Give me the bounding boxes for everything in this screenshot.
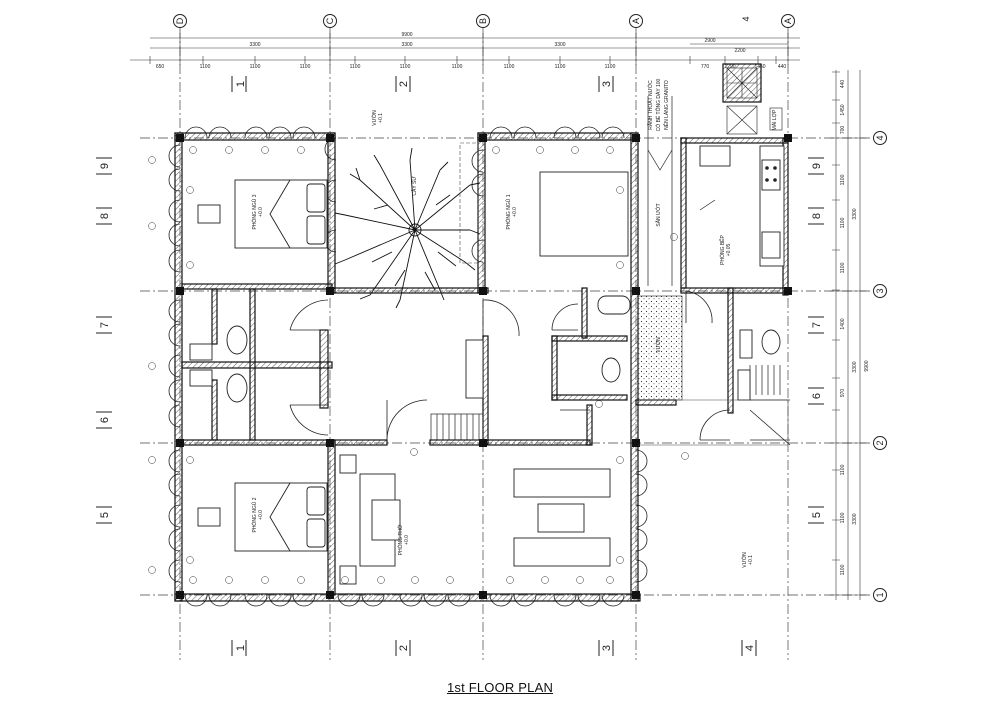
section-mark-right-6: 6 [811,393,823,399]
drawing-title: 1st FLOOR PLAN [446,680,554,695]
section-mark-right-5: 5 [811,512,823,518]
dim-top-r3-2: 1100 [200,64,211,70]
stove-burners [765,166,777,182]
marker-tags [148,146,689,584]
dim-top-r2-3: 3300 [554,42,565,48]
dim-right-r3-2: 1450 [840,104,846,115]
section-mark-bottom-1: 1 [235,645,247,651]
section-mark-left-8: 8 [99,213,111,219]
room-name-garden-right: VƯỜN [741,552,748,568]
drain-note-1: RÃNH THOÁT NƯỚC [647,80,654,130]
grid-label-c: C [325,17,335,24]
drain-note-2: CÓ BỂ TÔNG DÀY 100 [655,78,662,131]
dim-top-small: 2200 [734,48,745,54]
dim-right-r2-1: 3300 [852,208,858,219]
section-mark-right-8: 8 [811,213,823,219]
section-mark-left-6: 6 [99,417,111,423]
section-mark-top-3: 3 [601,81,613,87]
dimension-lines-top [130,33,800,65]
doors [289,290,791,446]
grid-label-b: B [478,18,488,24]
grid-label-d: D [175,17,185,24]
room-name-bedroom3: PHÒNG NGỦ 3 [251,194,258,229]
grid-label-a: A [631,18,641,24]
dim-top-r3-5: 1100 [350,64,361,70]
room-name-bedroom1: PHÒNG NGỦ 1 [505,194,512,229]
grid-bubbles-top [173,14,795,28]
dim-top-r3-7: 1100 [452,64,463,70]
room-name-yard: VƯỜN [655,337,662,353]
dim-right-r3-9: 1100 [840,464,846,475]
room-level-kitchen: +0.05 [726,243,732,256]
dim-right-r3-7: 970 [840,389,846,398]
stairs [430,365,790,441]
section-mark-right-7: 7 [811,322,823,328]
section-mark-left-5: 5 [99,512,111,518]
dim-right-r3-4: 1100 [840,174,846,185]
section-mark-bottom-4: 4 [744,645,756,651]
room-name-bedroom2: PHÒNG NGỦ 2 [251,497,258,532]
grid-label-right-4: 4 [875,135,885,140]
section-mark-bottom-3: 3 [601,645,613,651]
dim-overall-top: 9900 [401,32,412,38]
drainage-channel [647,96,716,286]
grid-label-4-top: 4 [741,16,751,21]
dim-top-r3-3: 1100 [250,64,261,70]
dim-right-r3-1: 440 [840,80,846,89]
section-mark-right-9: 9 [811,163,823,169]
wet-yard-floor [637,295,683,401]
dim-right-r3-3: 700 [840,126,846,135]
dim-top-r2-1: 3300 [249,42,260,48]
section-mark-top-2: 2 [398,81,410,87]
dim-right-r3-11: 1100 [840,564,846,575]
dim-top-r3-8: 1100 [504,64,515,70]
dim-top-r3-1: 650 [156,64,165,70]
room-name-worship: PHÒNG THỜ [397,524,404,555]
dim-top-r2-2: 3300 [401,42,412,48]
dim-right-r2-3: 3300 [852,513,858,524]
dim-right-r3-8: 1400 [840,318,846,329]
courtyard-tree [334,147,481,309]
room-name-garden-top: VƯỜN [371,110,378,126]
dim-top-r2-4: 2900 [704,38,715,44]
section-mark-bottom-2: 2 [398,645,410,651]
dim-right-overall: 9900 [864,360,870,371]
dim-top-r3-9: 1100 [555,64,566,70]
room-level-bedroom3: +0.0 [258,207,264,217]
dim-right-r2-2: 3300 [852,361,858,372]
dim-right-r3-6: 1100 [840,262,846,273]
drain-note-3: NÊN LÁNG GRANITO [662,80,670,130]
dim-top-r3-6: 1100 [400,64,411,70]
room-level-bedroom2: +0.0 [258,510,264,520]
room-level-garden-right: +0.1 [748,555,754,565]
section-mark-top-1: 1 [235,81,247,87]
room-name-wet-yard: SÂN ƯỚT [655,203,662,226]
grid-label-right-2: 2 [875,440,885,445]
room-name-kitchen: PHÒNG BẾP [719,234,726,264]
dim-right-r3-5: 1100 [840,217,846,228]
grid-label-right-3: 3 [875,288,885,293]
section-mark-left-7: 7 [99,322,111,328]
section-mark-left-9: 9 [99,163,111,169]
dim-top-r3-14: 440 [778,64,787,70]
columns [176,134,792,599]
room-level-bedroom1: +0.0 [512,207,518,217]
dim-right-r3-10: 1100 [840,512,846,523]
dimension-lines-right [830,70,866,600]
dim-top-r3-10: 1100 [605,64,616,70]
walls [174,63,789,602]
furniture [189,145,785,585]
grid-label-a2: A [783,18,793,24]
dim-top-r3-11: 770 [701,64,710,70]
roof-note: MÁI LỢP [771,109,778,130]
grid-bubbles-right [873,131,887,602]
dim-top-r3-4: 1100 [300,64,311,70]
tree-label: CÂY SỨ [411,176,418,196]
room-level-garden-top: +0.1 [378,113,384,123]
grid-label-right-1: 1 [875,592,885,597]
room-level-worship: +0.0 [404,535,410,545]
